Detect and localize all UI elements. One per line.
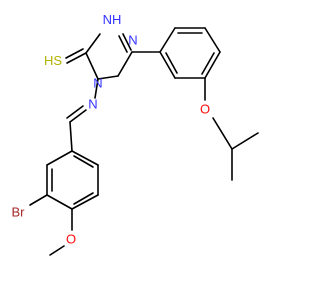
- bond-n1-n2-double: [118, 35, 128, 53]
- ring-inner-double: [73, 192, 94, 205]
- bond-c-br: [29, 194, 48, 206]
- bond-n4-c3: [85, 52, 99, 80]
- atom-label-o-ether: O: [200, 102, 210, 117]
- atom-label-n4: N: [93, 76, 102, 91]
- atom-label-sh: HS: [44, 53, 62, 68]
- bond-c-s: [66, 52, 87, 64]
- ring-bond: [204, 51, 221, 79]
- atom-label-br: Br: [12, 205, 26, 220]
- ring-inner-double: [73, 155, 94, 168]
- molecule-diagram: NH N N N HS O O Br: [12, 12, 259, 256]
- bond-o-methyl: [49, 245, 65, 256]
- bond-isopropyl-methyl-2: [231, 132, 259, 150]
- bond-n4-n-imine: [94, 78, 99, 99]
- bond-ch-aryl: [69, 121, 73, 152]
- atom-label-n2: N: [128, 33, 137, 48]
- bond-n1-c5: [117, 51, 133, 77]
- bromomethoxyphenyl-ring: [46, 150, 99, 210]
- bond-c5-n4: [97, 75, 119, 80]
- bond-o-ch: [212, 117, 233, 150]
- isopropoxyphenyl-ring: [159, 27, 221, 79]
- bond-n-ch: [69, 109, 87, 123]
- ring-inner-double: [201, 52, 215, 75]
- molecule-structure-canvas: NH N N N HS O O Br: [12, 12, 259, 256]
- ring-bond: [204, 27, 221, 53]
- ring-inner-double: [165, 52, 178, 74]
- bond-n1-n2: [122, 33, 132, 51]
- ring-bond: [71, 150, 99, 166]
- ring-bond: [46, 194, 73, 210]
- ring-bond: [71, 194, 99, 210]
- ring-bond: [159, 27, 176, 53]
- atom-label-nh: NH: [103, 12, 122, 27]
- ring-bond: [46, 150, 73, 166]
- bond-n-ch-double: [66, 105, 84, 119]
- triazole-ring: [85, 33, 133, 80]
- bond-c3-n2: [85, 33, 101, 54]
- atom-label-o-methoxy: O: [66, 232, 76, 247]
- bond-c-s-double: [65, 48, 84, 59]
- ring-bond: [159, 51, 176, 79]
- atom-label-n-imine: N: [88, 97, 97, 112]
